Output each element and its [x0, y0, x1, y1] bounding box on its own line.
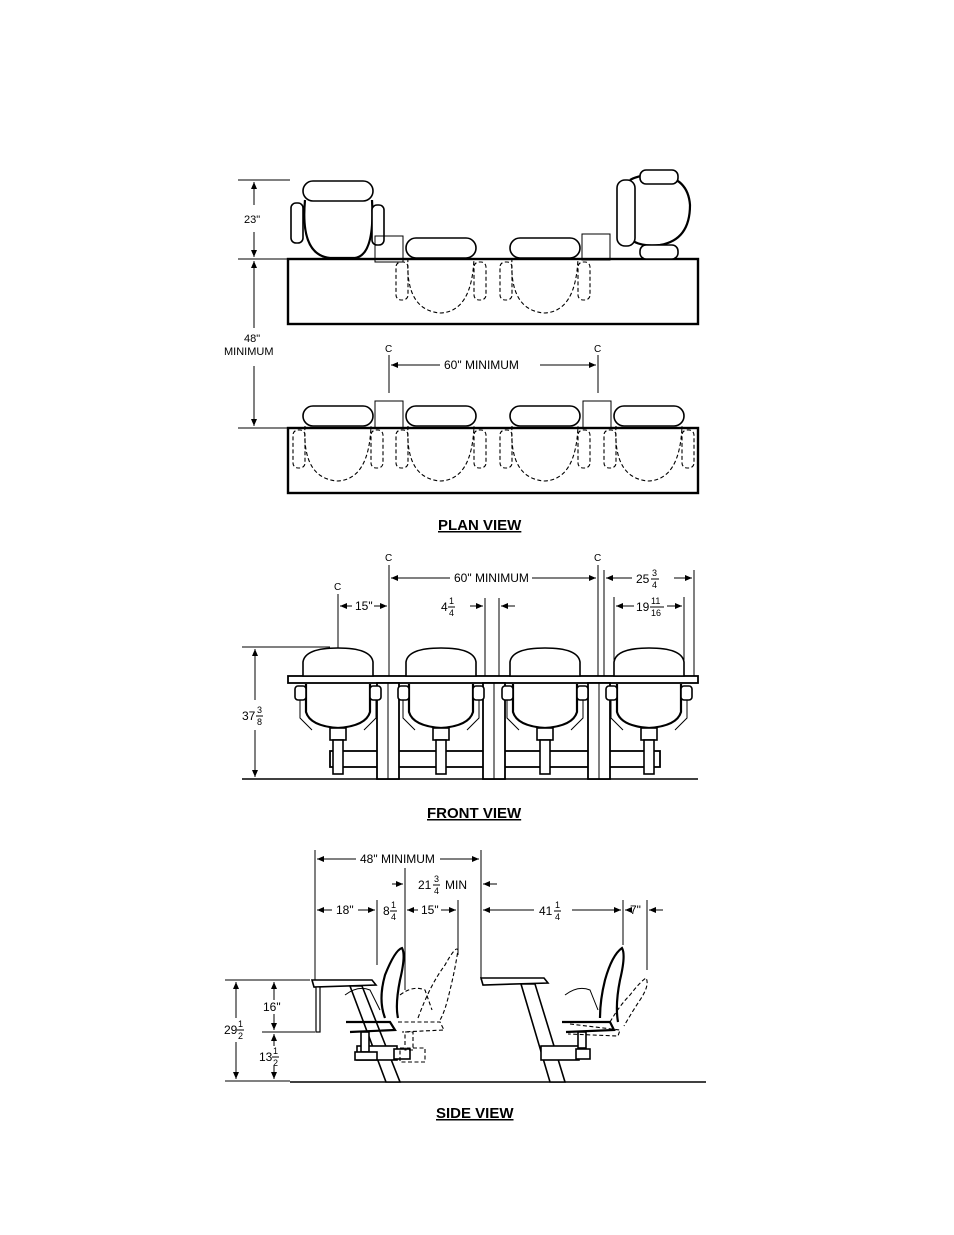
fraction-denominator: 4 [652, 580, 657, 590]
table-top-lower [288, 428, 698, 493]
fraction-denominator: 16 [651, 608, 661, 618]
chair-side-dashed [398, 949, 458, 1062]
fraction-denominator: 4 [434, 886, 439, 896]
dimension-29-1-2: 29 [224, 1023, 238, 1037]
fraction-denominator: 8 [257, 717, 262, 727]
front-view: C C 60" MINIMUM 25 3 4 19 11 16 C 15" [242, 553, 698, 822]
fraction-denominator: 2 [273, 1058, 278, 1068]
side-view: 48" MINIMUM 21 3 4 MIN 18" 8 1 4 15" 41 … [224, 850, 706, 1122]
front-view-title: FRONT VIEW [427, 805, 522, 822]
table-top-upper [288, 259, 698, 324]
table-leg-plan [583, 401, 611, 428]
dimension-19-11-16: 19 [636, 600, 650, 614]
dimension-15: 15" [355, 599, 373, 613]
fraction-denominator: 4 [449, 608, 454, 618]
dimension-60-minimum: 60" MINIMUM [454, 571, 529, 585]
fraction-denominator: 4 [555, 912, 560, 922]
chair-side-dashed [568, 978, 647, 1036]
chair-plan-pushed-out [291, 181, 384, 258]
centerline-symbol: C [385, 553, 392, 564]
fraction-numerator: 1 [555, 900, 560, 910]
dimension-25-3-4: 25 [636, 572, 650, 586]
fraction-numerator: 1 [391, 900, 396, 910]
fraction-numerator: 3 [652, 568, 657, 578]
centerline-symbol: C [334, 582, 341, 593]
dimension-37-3-8: 37 [242, 709, 256, 723]
plan-view-title: PLAN VIEW [438, 517, 522, 534]
fraction-numerator: 1 [273, 1046, 278, 1056]
dimension-15: 15" [421, 903, 439, 917]
table-leg-plan [375, 401, 403, 428]
dimension-13-1-2: 13 [259, 1050, 273, 1064]
dimension-7: 7" [630, 903, 641, 917]
centerline-symbol: C [594, 553, 601, 564]
chair-plan-rotated [617, 170, 690, 259]
dimension-16: 16" [263, 1000, 281, 1014]
fraction-numerator: 11 [651, 596, 660, 606]
chair-side [562, 948, 624, 1048]
centerline-symbol: C [385, 344, 392, 355]
fraction-denominator: 2 [238, 1031, 243, 1041]
dimension-21-3-4-min: 21 [418, 878, 432, 892]
table-side-right [481, 978, 590, 1082]
dimension-60-minimum: 60" MINIMUM [444, 358, 519, 372]
dimension-min-label: MIN [445, 878, 467, 892]
dimension-minimum: MINIMUM [224, 346, 274, 358]
dimension-4-1-4: 4 [441, 600, 448, 614]
fraction-numerator: 1 [238, 1019, 243, 1029]
fraction-numerator: 3 [257, 705, 262, 715]
side-view-title: SIDE VIEW [436, 1105, 514, 1122]
dimension-41-1-4: 41 [539, 904, 553, 918]
dimension-18: 18" [336, 903, 354, 917]
dimension-23: 23" [244, 214, 260, 226]
fraction-denominator: 4 [391, 912, 396, 922]
dimension-48: 48" [244, 333, 260, 345]
table-leg-plan [582, 234, 610, 260]
fraction-numerator: 1 [449, 596, 454, 606]
dimension-8-1-4: 8 [383, 904, 390, 918]
plan-view: 23" 48" MINIMUM [224, 170, 698, 534]
dimension-48-minimum: 48" MINIMUM [360, 852, 435, 866]
centerline-symbol: C [594, 344, 601, 355]
fraction-numerator: 3 [434, 874, 439, 884]
table-top-front [288, 676, 698, 683]
